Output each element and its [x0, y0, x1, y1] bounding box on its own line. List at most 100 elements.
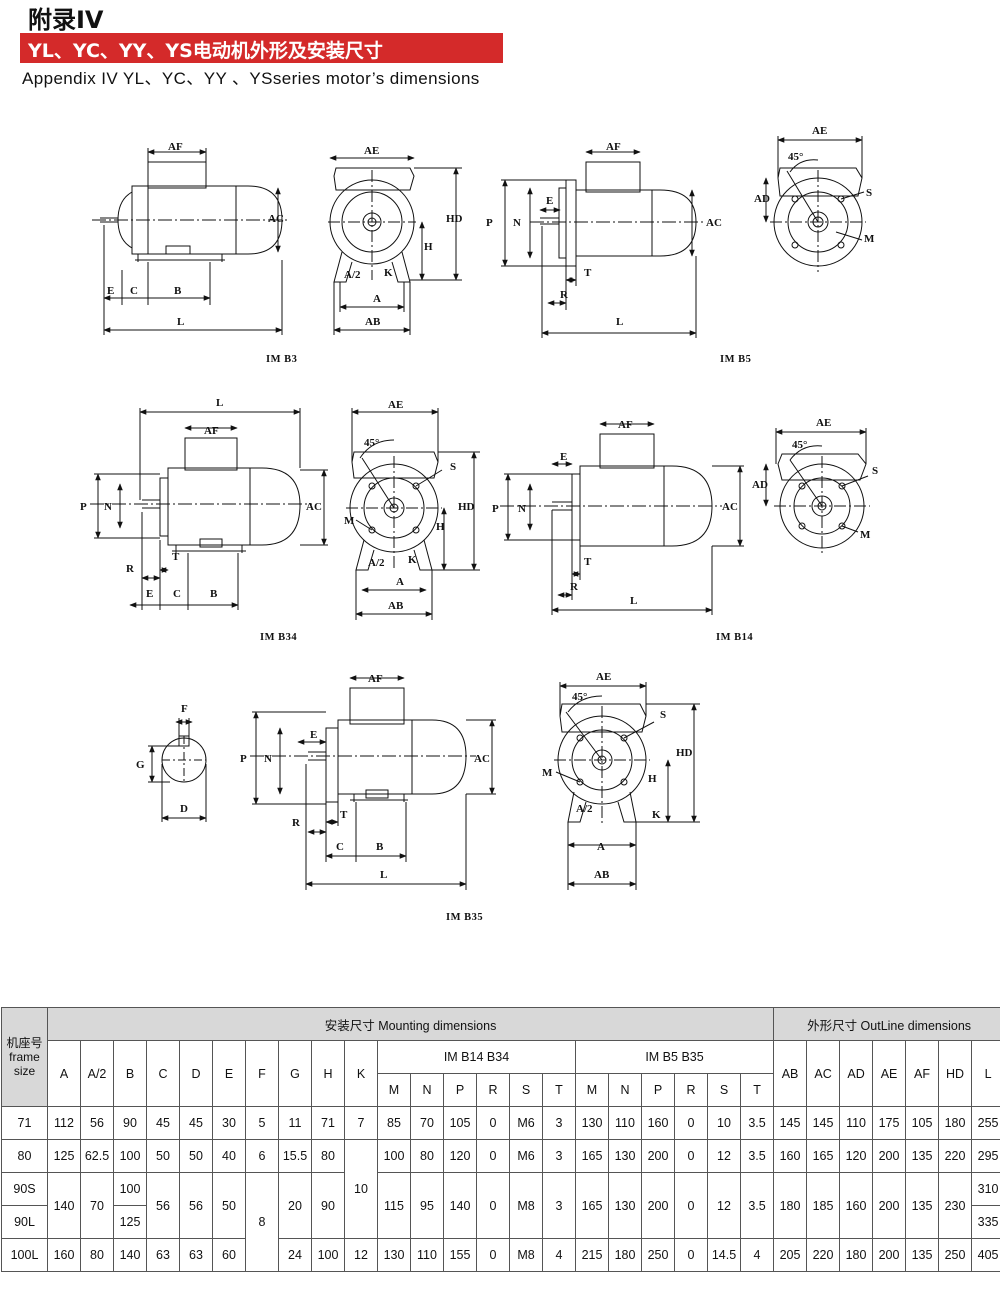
table-cell: 45	[146, 1106, 180, 1140]
table-cell: 130	[608, 1139, 642, 1173]
table-cell: 90L	[1, 1205, 48, 1239]
dim-label-t: T	[584, 267, 592, 279]
col-header: AD	[839, 1040, 874, 1107]
table-cell: 100	[311, 1238, 345, 1272]
dim-label-h: H	[436, 521, 445, 533]
table-cell: 60	[212, 1238, 246, 1272]
table-cell: 140	[113, 1238, 147, 1272]
col-header: F	[245, 1040, 279, 1107]
table-cell: 145	[773, 1106, 808, 1140]
col-header: P	[641, 1073, 675, 1107]
table-cell: 120	[443, 1139, 477, 1173]
table-cell: 50	[179, 1139, 213, 1173]
table-cell: 80	[1, 1139, 48, 1173]
table-cell: 70	[410, 1106, 444, 1140]
table-cell: 56	[146, 1172, 180, 1239]
dim-label-a: A	[597, 841, 605, 853]
dim-label-s: S	[872, 465, 878, 477]
dim-label-ae: AE	[812, 125, 827, 137]
b5-front-view	[763, 136, 866, 272]
b34-front-view	[346, 408, 480, 620]
table-cell: 135	[905, 1172, 940, 1239]
table-cell: 110	[839, 1106, 874, 1140]
table-cell: 112	[47, 1106, 81, 1140]
table-cell: 200	[641, 1139, 675, 1173]
dim-label-t: T	[340, 809, 348, 821]
dim-label-ac: AC	[474, 753, 490, 765]
dim-label-b: B	[376, 841, 384, 853]
table-cell: 24	[278, 1238, 312, 1272]
table-cell: 0	[476, 1139, 510, 1173]
dim-label-af: AF	[204, 425, 219, 437]
table-cell: 205	[773, 1238, 808, 1272]
b3-front-view	[328, 155, 462, 335]
table-cell: 220	[938, 1139, 973, 1173]
col-header: M	[575, 1073, 609, 1107]
table-cell: 180	[608, 1238, 642, 1272]
table-cell: 0	[674, 1106, 708, 1140]
table-cell: 185	[806, 1172, 841, 1239]
dim-label-l: L	[177, 316, 184, 328]
table-cell: 230	[938, 1172, 973, 1239]
table-cell: 165	[575, 1172, 609, 1239]
dim-label-k: K	[384, 267, 393, 279]
dimension-table: 机座号 frame size 安装尺寸 Mounting dimensions …	[1, 1007, 1000, 1272]
table-cell: 3	[542, 1139, 576, 1173]
title-banner: YL、YC、YY、YS电动机外形及安装尺寸	[20, 33, 503, 63]
table-cell: 90	[311, 1172, 345, 1239]
caption-im-b14: IM B14	[716, 632, 753, 643]
b3-side-view	[92, 148, 290, 335]
dim-label-45deg: 45°	[788, 151, 803, 163]
dim-label-m: M	[864, 233, 875, 245]
table-cell: 175	[872, 1106, 907, 1140]
col-header: R	[476, 1073, 510, 1107]
mounting-dimensions-header: 安装尺寸 Mounting dimensions	[46, 1007, 775, 1041]
dim-label-t: T	[584, 556, 592, 568]
table-cell: 50	[146, 1139, 180, 1173]
col-header: C	[146, 1040, 180, 1107]
table-row-90l: 90L 125 335	[1, 1205, 1000, 1239]
col-header: S	[509, 1073, 543, 1107]
table-cell: 405	[971, 1238, 1000, 1272]
table-cell: 45	[179, 1106, 213, 1140]
dim-label-a: A	[373, 293, 381, 305]
b5-side-view	[501, 149, 705, 338]
table-cell: 135	[905, 1139, 940, 1173]
dim-label-ad: AD	[752, 479, 768, 491]
caption-im-b35: IM B35	[446, 912, 483, 923]
table-cell: 50	[212, 1172, 246, 1239]
dim-label-b: B	[210, 588, 218, 600]
dim-label-45deg: 45°	[792, 439, 807, 451]
table-cell: 200	[872, 1172, 907, 1239]
table-cell: 200	[872, 1139, 907, 1173]
appendix-title: 附录IV	[28, 6, 104, 34]
dim-label-ad: AD	[754, 193, 770, 205]
table-cell: 90S	[1, 1172, 48, 1206]
dim-label-ab: AB	[388, 600, 404, 612]
table-cell: 6	[245, 1139, 279, 1173]
dim-label-af: AF	[168, 141, 183, 153]
table-cell: 5	[245, 1106, 279, 1140]
dim-label-k: K	[652, 809, 661, 821]
dim-label-s: S	[866, 187, 872, 199]
table-cell: 20	[278, 1172, 312, 1239]
col-header: M	[377, 1073, 411, 1107]
table-cell: M6	[509, 1139, 543, 1173]
table-cell: 3.5	[739, 1106, 775, 1140]
table-cell: 160	[641, 1106, 675, 1140]
table-cell: 160	[773, 1139, 808, 1173]
dim-label-p: P	[486, 217, 493, 229]
table-cell: 8	[245, 1172, 279, 1272]
dim-label-ab: AB	[365, 316, 381, 328]
dim-label-r: R	[560, 289, 569, 301]
b35-front-view	[554, 682, 700, 890]
table-cell: 3	[542, 1106, 576, 1140]
dim-label-ae: AE	[388, 399, 403, 411]
table-cell: 130	[575, 1106, 609, 1140]
col-header: AC	[806, 1040, 841, 1107]
dim-label-e: E	[146, 588, 153, 600]
table-cell: 220	[806, 1238, 841, 1272]
table-cell: 71	[311, 1106, 345, 1140]
table-cell: 135	[905, 1238, 940, 1272]
